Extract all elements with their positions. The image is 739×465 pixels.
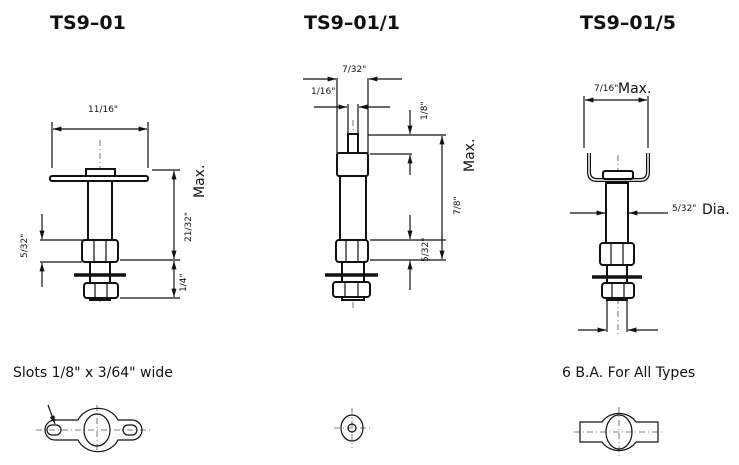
drawing-ts9-01: 11/16" 21/32" Max. 1/4" 5/32" [20, 105, 208, 305]
dim-a-nut: 5/32" [20, 234, 30, 258]
drawing-ts9-01-5: 7/16" Max. 5/32" Dia. [570, 81, 730, 335]
dim-a-bottom: 1/4" [179, 273, 189, 292]
dim-b-max: Max. [462, 139, 478, 172]
dim-c-max: Max. [618, 81, 651, 97]
plan-view-pin [334, 408, 372, 448]
dim-a-max: Max. [192, 165, 208, 198]
note-thread: 6 B.A. For All Types [562, 365, 695, 381]
dim-b-height: 7/8" [453, 196, 463, 215]
plan-view-slotted-plate [36, 404, 150, 453]
title-ts9-01-1: TS9–01/1 [304, 12, 400, 34]
dim-b-top: 7/32" [342, 65, 366, 75]
title-ts9-01-5: TS9–01/5 [580, 12, 676, 34]
dim-c-width: 7/16" [594, 84, 618, 94]
dim-a-height: 21/32" [184, 212, 194, 242]
title-ts9-01: TS9–01 [50, 12, 126, 34]
drawing-ts9-01-1: 7/32" 1/16" 1/8" 7/8" Max. 5/32" [303, 65, 478, 310]
plan-view-bracket [574, 407, 664, 458]
note-slots: Slots 1/8" x 3/64" wide [13, 365, 173, 381]
dim-c-dia-label: Dia. [702, 202, 730, 218]
dim-b-pin: 1/16" [311, 87, 335, 97]
dim-b-nut: 5/32" [421, 238, 431, 262]
dim-b-pin-length: 1/8" [420, 101, 430, 120]
dim-a-width: 11/16" [88, 105, 118, 115]
dim-c-dia: 5/32" [672, 204, 696, 214]
